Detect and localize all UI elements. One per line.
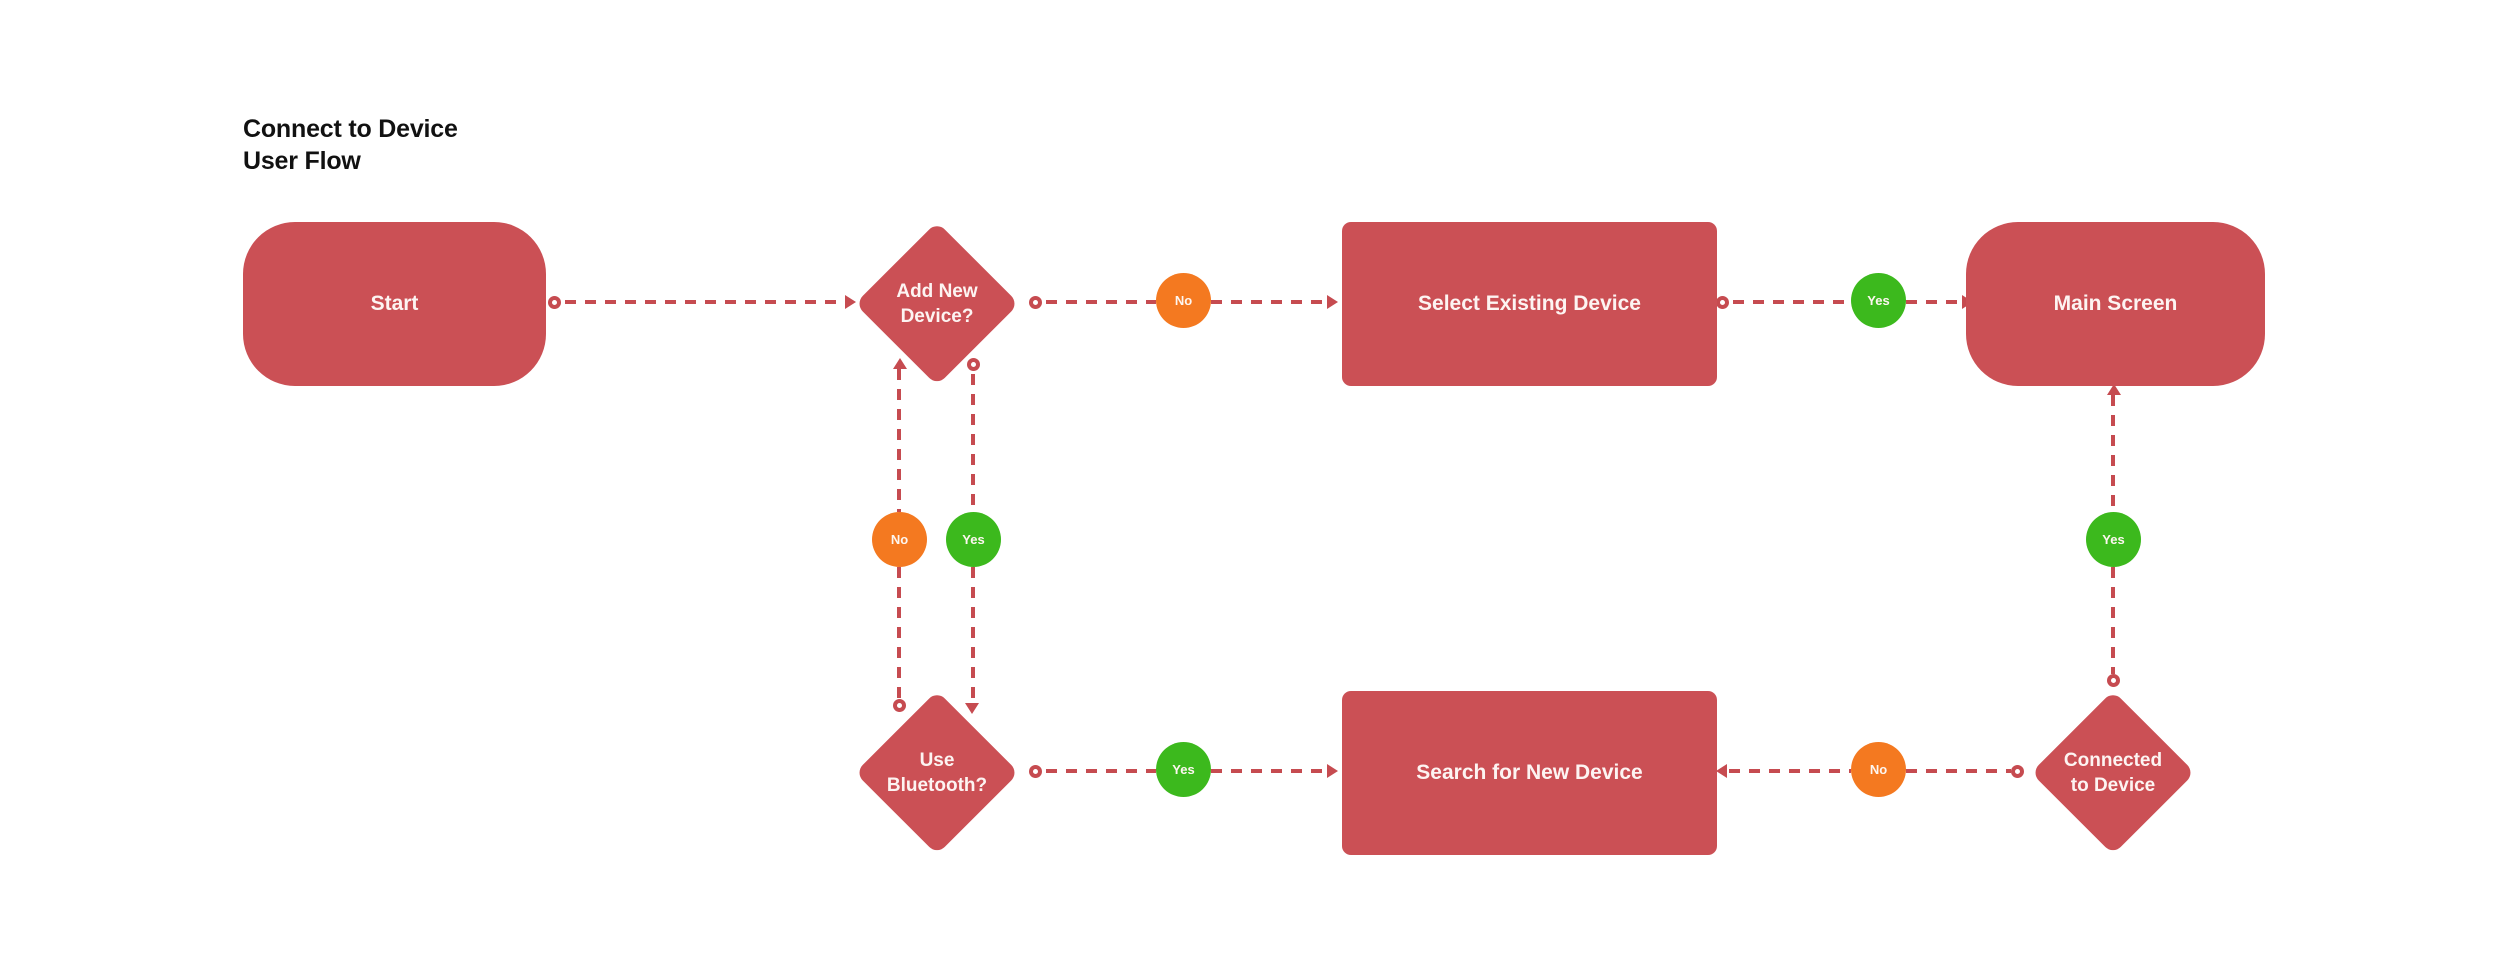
edge-add-new-device-to-use-bluetooth-a <box>971 374 975 512</box>
diamond-shape <box>2030 690 2196 856</box>
node-start-label: Start <box>370 292 419 316</box>
page-title: Connect to Device User Flow <box>243 115 458 175</box>
edge-yes-main-source-ring <box>1716 296 1729 309</box>
edge-label-no-add-new-device: No <box>872 512 927 567</box>
edge-yes-bluetooth-source-ring <box>967 358 980 371</box>
edge-use-bluetooth-to-search-new-a <box>1046 769 1156 773</box>
edge-label-no-select-existing: No <box>1156 273 1211 328</box>
edge-label-no-search-new-device: No <box>1851 742 1906 797</box>
edge-no-existing-source-ring <box>1029 296 1042 309</box>
edge-connected-to-search-new-a <box>1729 769 1851 773</box>
edge-yes-mainscreen-source-ring <box>2107 674 2120 687</box>
node-main-screen[interactable]: Main Screen <box>1966 222 2265 386</box>
edge-start-source-ring <box>548 296 561 309</box>
badge-text: Yes <box>1867 293 1890 308</box>
badge-text: Yes <box>962 532 985 547</box>
edge-no-search-source-ring <box>2011 765 2024 778</box>
edge-no-addnew-target-arrow <box>893 358 907 369</box>
node-select-existing-device[interactable]: Select Existing Device <box>1342 222 1717 386</box>
diamond-shape <box>854 690 1020 856</box>
badge-text: No <box>1174 293 1193 308</box>
edge-use-bluetooth-to-add-new-device-a <box>897 369 901 512</box>
edge-add-new-device-to-select-existing-a <box>1046 300 1156 304</box>
edge-yes-bluetooth-target-arrow <box>965 703 979 714</box>
badge-text: No <box>890 532 909 547</box>
badge-text: Yes <box>1172 762 1195 777</box>
edge-no-search-target-arrow <box>1716 764 1727 778</box>
edge-start-to-add-new-device <box>565 300 845 304</box>
badge-text: No <box>1869 762 1888 777</box>
edge-select-existing-to-main-screen-a <box>1733 300 1851 304</box>
node-search-for-new-device[interactable]: Search for New Device <box>1342 691 1717 855</box>
edge-add-new-device-to-use-bluetooth-b <box>971 567 975 703</box>
edge-use-bluetooth-to-search-new-b <box>1211 769 1331 773</box>
edge-connected-to-main-screen-b <box>2111 567 2115 674</box>
node-start[interactable]: Start <box>243 222 546 386</box>
edge-yes-search-source-ring <box>1029 765 1042 778</box>
edge-label-yes-main-screen: Yes <box>1851 273 1906 328</box>
edge-start-target-arrow <box>845 295 856 309</box>
edge-select-existing-to-main-screen-b <box>1906 300 1966 304</box>
edge-use-bluetooth-to-add-new-device-b <box>897 567 901 699</box>
node-main-screen-label: Main Screen <box>2053 292 2178 316</box>
edge-yes-search-target-arrow <box>1327 764 1338 778</box>
edge-connected-to-main-screen-a <box>2111 395 2115 512</box>
edge-label-yes-search-new-device: Yes <box>1156 742 1211 797</box>
edge-add-new-device-to-select-existing-b <box>1211 300 1331 304</box>
node-search-for-new-device-label: Search for New Device <box>1416 761 1643 785</box>
node-select-existing-device-label: Select Existing Device <box>1418 292 1641 316</box>
diamond-shape <box>854 221 1020 387</box>
edge-label-yes-use-bluetooth: Yes <box>946 512 1001 567</box>
badge-text: Yes <box>2102 532 2125 547</box>
edge-connected-to-search-new-b <box>1906 769 2011 773</box>
node-add-new-device[interactable]: Add New Device? <box>854 221 1020 387</box>
edge-yes-mainscreen-target-arrow <box>2107 384 2121 395</box>
node-use-bluetooth[interactable]: Use Bluetooth? <box>854 690 1020 856</box>
edge-label-yes-main-screen-2: Yes <box>2086 512 2141 567</box>
edge-no-addnew-source-ring <box>893 699 906 712</box>
node-connected-to-device[interactable]: Connected to Device <box>2030 690 2196 856</box>
edge-no-existing-target-arrow <box>1327 295 1338 309</box>
